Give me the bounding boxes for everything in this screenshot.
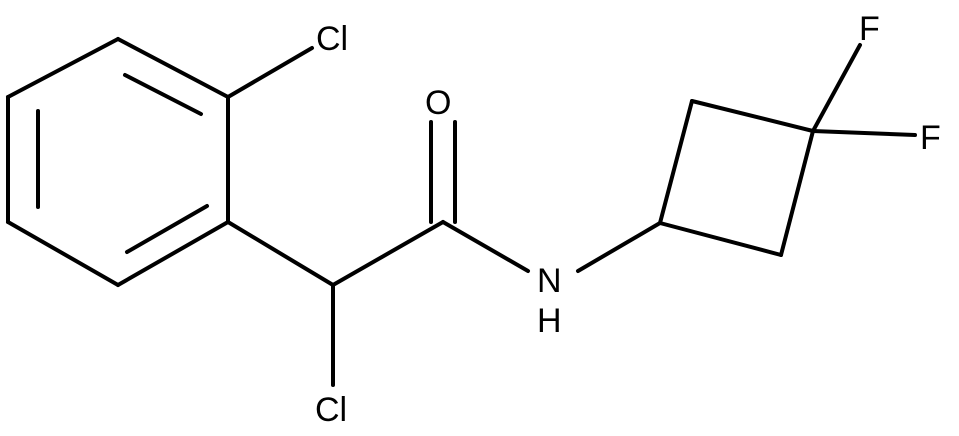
atom-label-h: H (537, 302, 562, 340)
ring-bond-4 (116, 220, 230, 287)
cyclobutane-ring (658, 99, 815, 257)
benzene-ring (6, 37, 230, 287)
atom-label-n: N (537, 262, 562, 300)
atom-label-f-top: F (859, 10, 880, 48)
ring-bond-3 (6, 220, 120, 287)
ring-double-bond-2 (125, 204, 209, 254)
ring-cl-bond (226, 46, 314, 99)
atom-label-o: O (425, 84, 451, 122)
cyclobutane-bond-1 (658, 99, 694, 225)
cf-bond-right (811, 129, 917, 137)
cyclobutane-bond-2 (690, 99, 815, 133)
ring-alpha-bond (226, 220, 335, 287)
atom-label-cl-alpha: Cl (315, 391, 347, 429)
cf-bond-top (811, 43, 862, 133)
atom-label-f-right: F (920, 119, 941, 157)
carbonyl-n-bond (441, 220, 530, 273)
ring-bond-1 (6, 37, 120, 99)
cyclobutane-bond-3 (779, 129, 815, 257)
n-cyclobutyl-bond (576, 221, 662, 273)
ring-bond-6 (116, 37, 230, 99)
alpha-carbonyl-bond (331, 220, 445, 287)
ring-double-bond-3 (123, 73, 203, 116)
atom-label-cl-ring: Cl (316, 20, 348, 58)
cyclobutane-bond-4 (658, 221, 783, 257)
